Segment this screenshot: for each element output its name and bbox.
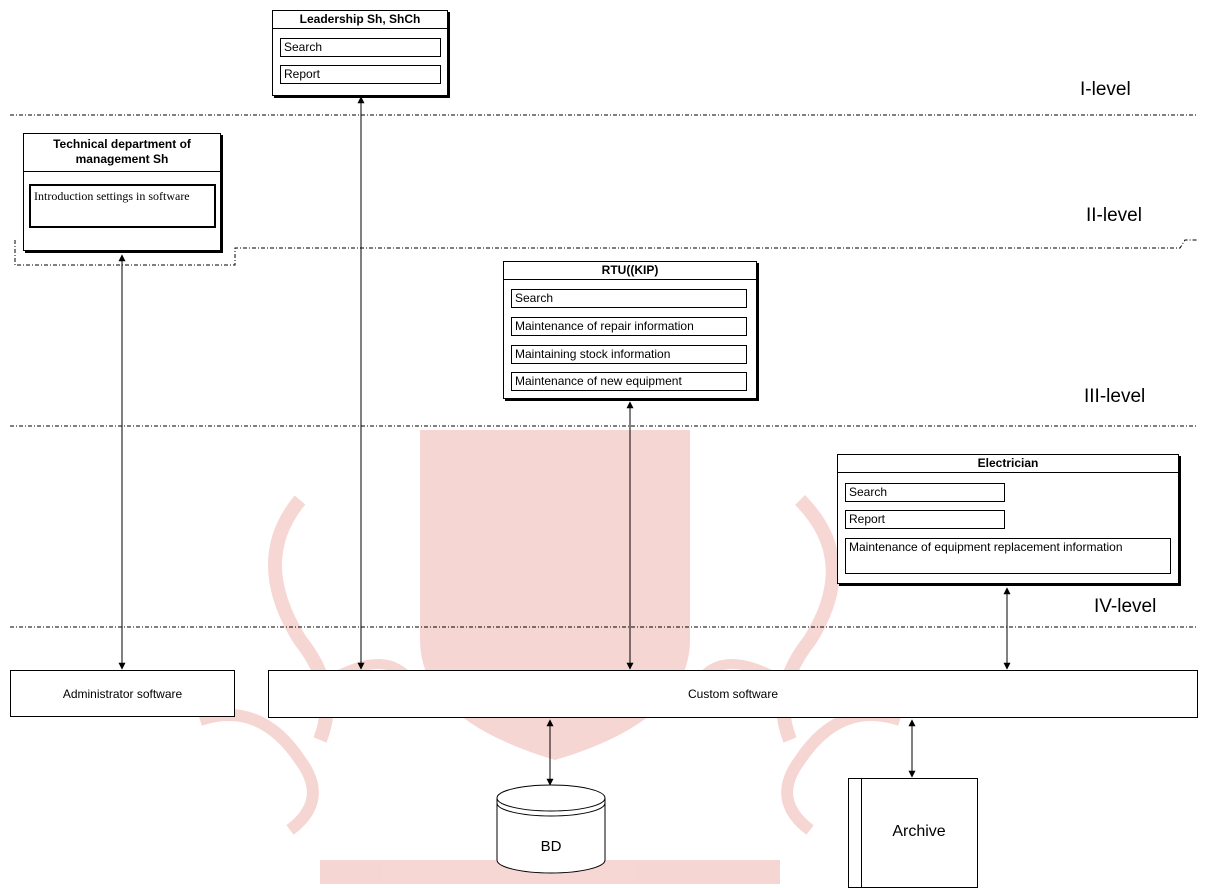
electrician-item-search: Search: [845, 483, 1005, 502]
electrician-item-replacement: Maintenance of equipment replacement inf…: [845, 538, 1171, 574]
custom-software-box: Custom software: [268, 670, 1198, 718]
archive-label: Archive: [892, 823, 946, 840]
electrician-item-report: Report: [845, 510, 1005, 529]
database-cylinder: [496, 784, 606, 874]
archive-box: Archive: [848, 778, 978, 888]
rtu-box: RTU((KIP) Search Maintenance of repair i…: [503, 261, 757, 399]
technical-department-title: Technical department of management Sh: [24, 134, 220, 172]
rtu-item-new-equipment: Maintenance of new equipment: [511, 372, 747, 391]
electrician-title: Electrician: [838, 455, 1178, 473]
rtu-item-stock: Maintaining stock information: [511, 345, 747, 364]
technical-department-box: Technical department of management Sh In…: [23, 133, 221, 251]
leadership-item-report: Report: [280, 65, 441, 84]
rtu-item-repair: Maintenance of repair information: [511, 317, 747, 336]
rtu-item-search: Search: [511, 289, 747, 308]
database-label: BD: [540, 838, 562, 855]
administrator-software-box: Administrator software: [10, 670, 235, 717]
archive-spine: [861, 779, 862, 887]
level-label-2: II-level: [1086, 205, 1142, 226]
rtu-title: RTU((KIP): [504, 262, 756, 280]
level-label-4: IV-level: [1094, 596, 1157, 617]
electrician-box: Electrician Search Report Maintenance of…: [837, 454, 1179, 584]
leadership-item-search: Search: [280, 38, 441, 57]
level-label-1: I-level: [1080, 79, 1131, 100]
technical-item-settings: Introduction settings in software: [29, 184, 216, 228]
leadership-box: Leadership Sh, ShCh Search Report: [272, 10, 448, 96]
level-label-3: III-level: [1084, 386, 1146, 407]
leadership-title: Leadership Sh, ShCh: [273, 11, 447, 29]
